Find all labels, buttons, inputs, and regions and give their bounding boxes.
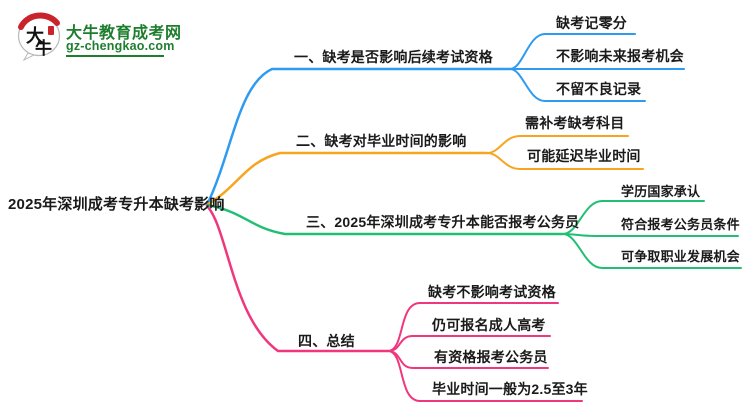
branch-2-child-1-curve bbox=[486, 135, 629, 154]
branch-3-child-3-curve bbox=[562, 233, 742, 269]
branch-2-child-2-curve bbox=[486, 152, 644, 170]
logo-icon-char-1: 大 bbox=[26, 25, 44, 46]
branch-3-lines bbox=[205, 200, 742, 269]
site-domain: gz-chengkao.com bbox=[66, 39, 175, 53]
branch-3-child-2: 符合报考公务员条件 bbox=[621, 217, 740, 232]
branch-4-child-1: 缺考不影响考试资格 bbox=[428, 284, 556, 300]
branch-2-curve bbox=[205, 151, 489, 207]
branch-2-child-2: 可能延迟毕业时间 bbox=[527, 148, 641, 164]
branch-4-label: 四、总结 bbox=[298, 333, 355, 349]
branch-1-child-3-curve bbox=[509, 68, 646, 102]
branch-1-curve bbox=[205, 67, 512, 207]
branch-3-child-2-curve bbox=[562, 233, 739, 237]
branch-1-lines bbox=[205, 33, 685, 207]
site-logo: 大 牛 大牛教育成考网 gz-chengkao.com bbox=[14, 8, 184, 64]
daniu-logo-icon: 大 牛 bbox=[17, 12, 61, 62]
branch-1-label: 一、缺考是否影响后续考试资格 bbox=[294, 49, 493, 65]
branch-1-child-3: 不留不良记录 bbox=[556, 81, 642, 97]
branch-2-child-1: 需补考缺考科目 bbox=[525, 115, 625, 131]
branch-3-child-3: 可争取职业发展机会 bbox=[621, 249, 740, 264]
branch-1-child-1: 缺考记零分 bbox=[556, 15, 627, 31]
site-name: 大牛教育成考网 bbox=[66, 25, 182, 42]
branch-4-child-1-curve bbox=[387, 302, 559, 352]
root-node: 2025年深圳成考专升本缺考影响 bbox=[8, 196, 225, 213]
branch-4-child-3: 有资格报考公务员 bbox=[434, 349, 548, 365]
branch-2-label: 二、缺考对毕业时间的影响 bbox=[296, 133, 467, 149]
branch-4-lines bbox=[205, 204, 583, 402]
branch-1-child-1-curve bbox=[509, 33, 636, 70]
branch-3-child-1: 学历国家承认 bbox=[621, 184, 701, 199]
branch-4-curve bbox=[205, 204, 390, 353]
branch-3-curve bbox=[205, 203, 565, 236]
branch-2-lines bbox=[205, 135, 644, 207]
branch-4-child-2: 仍可报名成人高考 bbox=[432, 317, 546, 333]
logo-underline bbox=[66, 55, 164, 57]
logo-icon-char-2: 牛 bbox=[35, 38, 52, 58]
branch-4-child-4: 毕业时间一般为2.5至3年 bbox=[432, 381, 588, 397]
branch-1-child-2: 不影响未来报考机会 bbox=[556, 48, 684, 64]
branch-4-child-4-curve bbox=[387, 350, 583, 402]
branch-3-child-1-curve bbox=[562, 200, 705, 235]
branch-3-label: 三、2025年深圳成考专升本能否报考公务员 bbox=[306, 214, 580, 230]
